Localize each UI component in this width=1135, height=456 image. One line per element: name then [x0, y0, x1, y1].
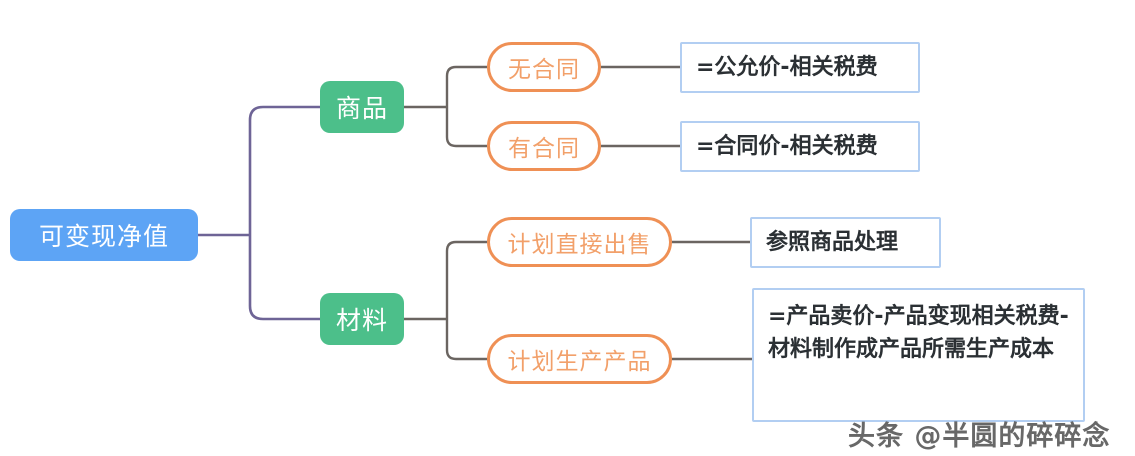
connector-spine-to-materials [248, 235, 320, 321]
node-root[interactable]: 可变现净值 [10, 209, 198, 261]
formula-box-direct-sale-text: 参照商品处理 [766, 229, 899, 255]
node-pill-no-contract[interactable]: 无合同 [487, 42, 601, 92]
formula-box-production[interactable]: =产品卖价-产品变现相关税费-材料制作成产品所需生产成本 [752, 288, 1085, 422]
node-pill-direct-sale-label: 计划直接出售 [507, 232, 652, 258]
formula-box-no-contract[interactable]: =公允价-相关税费 [680, 42, 920, 93]
node-branch-goods-label: 商品 [335, 94, 388, 123]
connector-spine-to-goods [248, 105, 320, 235]
connector-materials-to-production [445, 319, 487, 361]
watermark-text: 头条 @半圆的碎碎念 [848, 421, 1111, 452]
node-pill-no-contract-label: 无合同 [508, 57, 580, 83]
node-branch-goods[interactable]: 商品 [320, 81, 404, 133]
connector-goods-to-has-contract [445, 107, 487, 148]
connector-goods-to-no-contract [445, 65, 487, 107]
node-branch-materials-label: 材料 [335, 306, 388, 335]
node-pill-production[interactable]: 计划生产产品 [487, 334, 672, 384]
node-branch-materials[interactable]: 材料 [320, 293, 404, 345]
watermark: 头条 @半圆的碎碎念 [848, 414, 1110, 453]
formula-box-has-contract-text: =合同价-相关税费 [696, 133, 878, 159]
formula-box-has-contract[interactable]: =合同价-相关税费 [680, 121, 920, 172]
node-pill-production-label: 计划生产产品 [507, 349, 652, 375]
node-pill-has-contract-label: 有合同 [508, 136, 580, 162]
formula-box-no-contract-text: =公允价-相关税费 [696, 54, 878, 80]
node-pill-direct-sale[interactable]: 计划直接出售 [487, 217, 672, 267]
node-root-label: 可变现净值 [38, 222, 169, 251]
formula-box-production-text: =产品卖价-产品变现相关税费-材料制作成产品所需生产成本 [768, 304, 1069, 363]
formula-box-direct-sale[interactable]: 参照商品处理 [750, 217, 941, 268]
connector-materials-to-direct-sale [445, 240, 487, 319]
node-pill-has-contract[interactable]: 有合同 [487, 121, 601, 171]
